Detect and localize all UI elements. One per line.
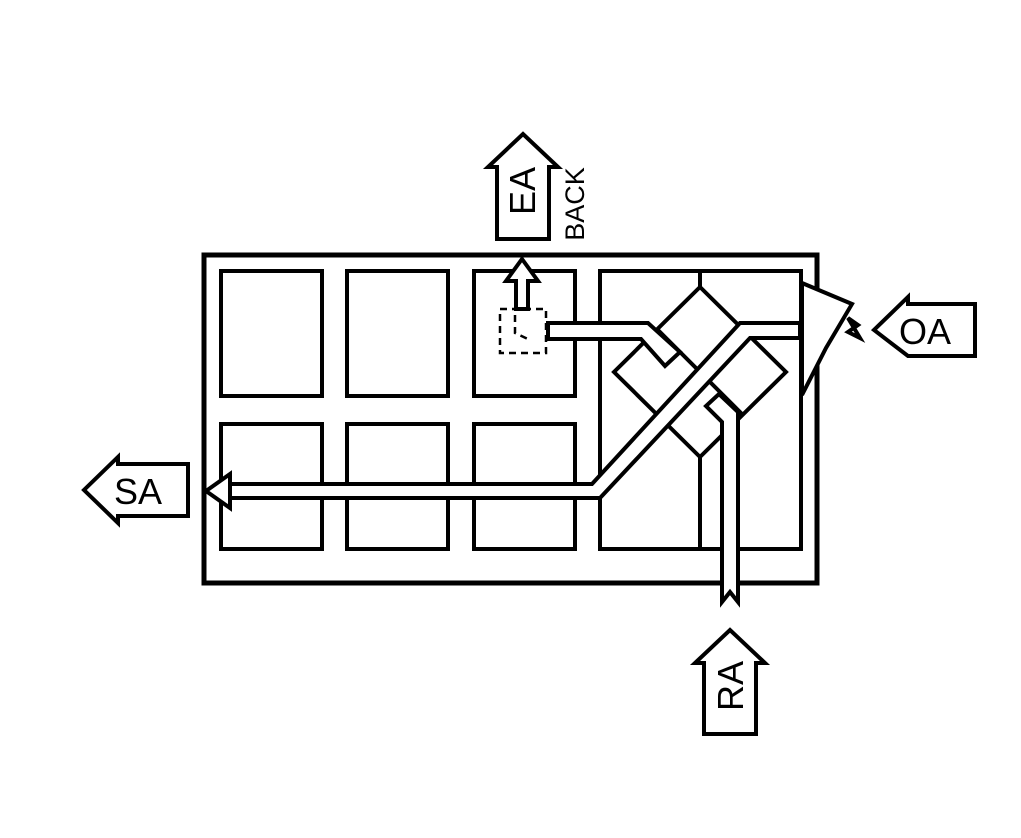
outdoor-air-arrow xyxy=(870,292,977,358)
compartment-top-2 xyxy=(345,269,450,398)
outdoor-air-breakline xyxy=(844,316,866,343)
exhaust-air-arrow xyxy=(482,131,564,241)
return-air-label: RA xyxy=(710,661,751,711)
exhaust-up-arrow xyxy=(502,255,542,311)
supply-air-arrow xyxy=(81,452,190,528)
compartment-top-1 xyxy=(219,269,324,398)
exhaust-fan-unit xyxy=(498,307,548,355)
exhaust-air-label: EA xyxy=(502,167,543,215)
supply-air-label: SA xyxy=(114,471,162,512)
exhaust-flow-path xyxy=(546,321,683,369)
exhaust-fan-duct xyxy=(513,315,531,342)
outdoor-air-label: OA xyxy=(899,311,951,352)
return-air-arrow xyxy=(689,627,771,736)
outdoor-air-hood xyxy=(800,279,855,396)
return-flow-path xyxy=(703,391,740,608)
back-label: BACK xyxy=(560,167,590,241)
supply-flow-arrowhead xyxy=(202,470,232,512)
